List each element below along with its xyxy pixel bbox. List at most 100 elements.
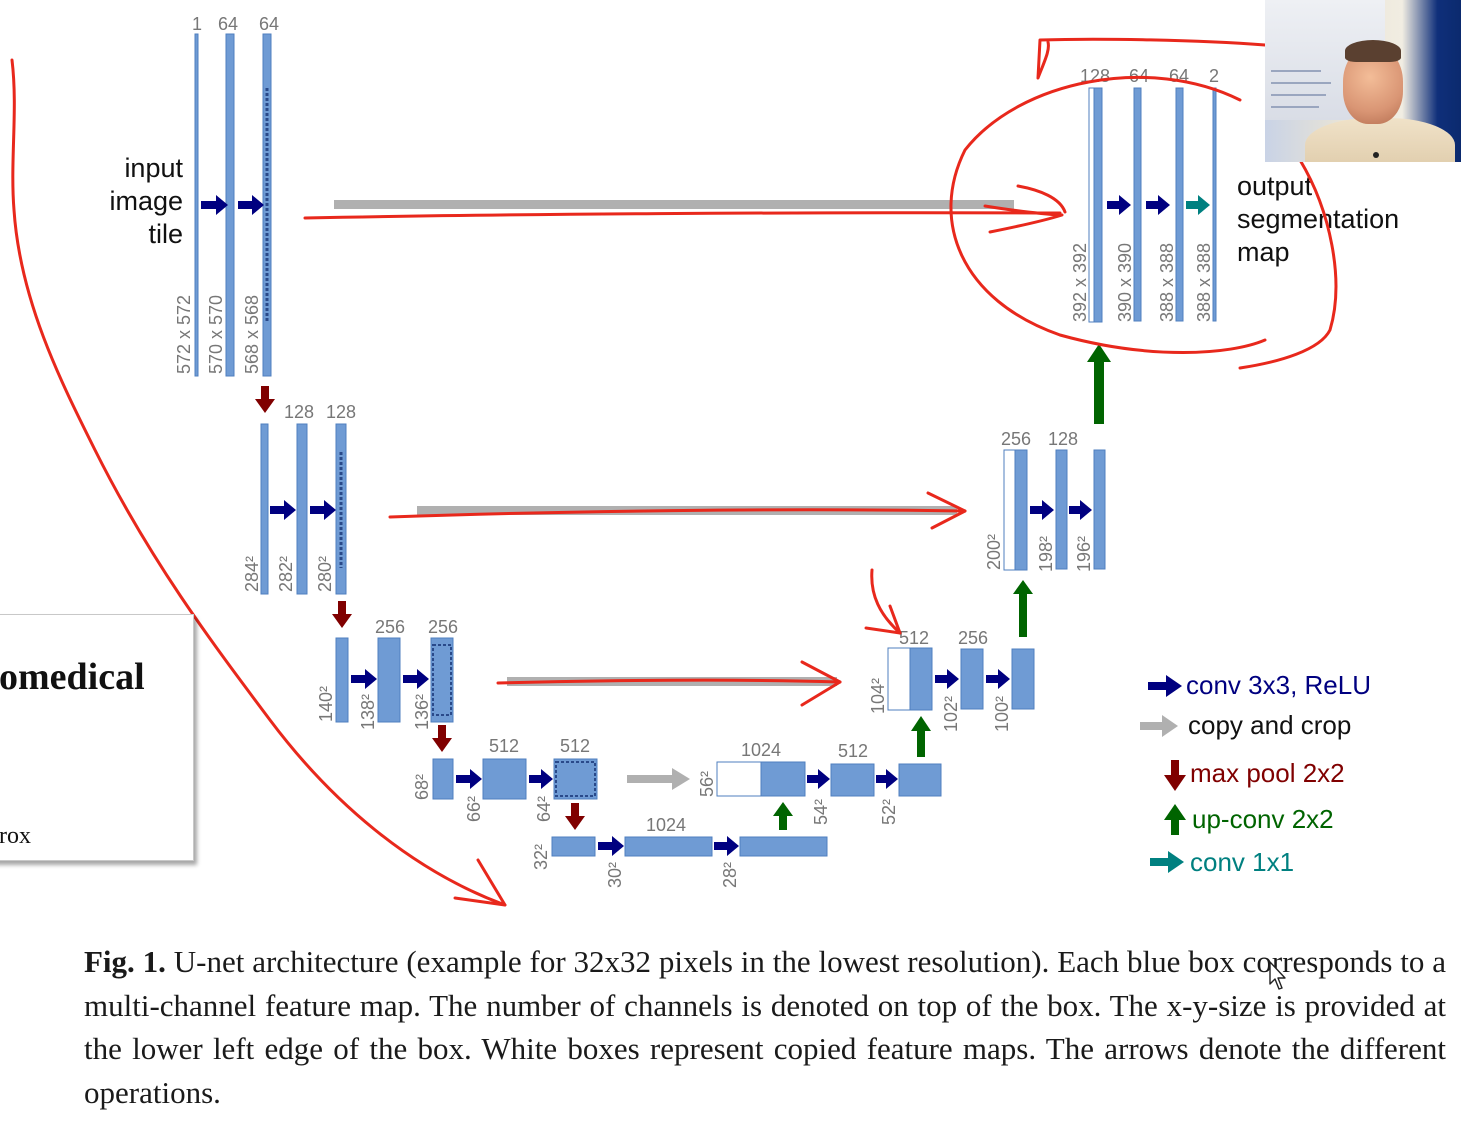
conv-arrow — [986, 669, 1010, 689]
annotations — [10, 37, 1338, 907]
output-label-line: segmentation — [1237, 204, 1399, 234]
feature-map — [1093, 87, 1103, 323]
upconv-arrow — [1087, 344, 1111, 424]
annotation-stroke — [1016, 184, 1067, 214]
annotation-stroke — [303, 211, 1062, 220]
conv-arrows — [201, 195, 1170, 856]
size-label: 140² — [316, 686, 336, 722]
size-label: 56² — [697, 771, 717, 797]
conv-arrow — [529, 769, 553, 789]
annotation-stroke — [1036, 37, 1267, 80]
copied-feature-map — [887, 647, 911, 711]
paper-text-fragment: rox — [0, 823, 31, 849]
size-label: 30² — [605, 862, 625, 888]
feature-map — [1093, 449, 1106, 570]
stage-input: 1 64 64 572 x 572 570 x 570 568 x 568 in… — [109, 14, 279, 377]
annotation-stroke — [496, 678, 842, 685]
annotation-stroke — [864, 604, 902, 635]
size-label: 572 x 572 — [174, 295, 194, 374]
webcam-presenter-shirt — [1305, 118, 1455, 162]
channel-label: 128 — [1048, 429, 1078, 449]
conv-arrow — [201, 195, 228, 215]
size-label: 66² — [464, 796, 484, 822]
annotation-stroke — [983, 204, 1064, 234]
presenter-webcam-icon — [1265, 0, 1461, 162]
legend-label: up-conv 2x2 — [1192, 804, 1334, 834]
legend-label: conv 3x3, ReLU — [1186, 670, 1371, 700]
upconv-arrow — [1013, 580, 1033, 637]
conv-arrow — [456, 769, 482, 789]
size-label: 104² — [868, 678, 888, 714]
feature-map — [335, 637, 349, 723]
copied-feature-map — [716, 761, 762, 797]
stage-enc2: 128 128 284² 282² 280² — [242, 402, 356, 595]
channel-label: 128 — [284, 402, 314, 422]
conv-arrow — [270, 500, 296, 520]
feature-map — [377, 637, 401, 723]
legend-label: copy and crop — [1188, 710, 1351, 740]
stage-output: 128 64 64 2 392 x 392 390 x 390 388 x 38… — [1070, 66, 1399, 323]
input-label-line: image — [109, 186, 183, 216]
size-label: 100² — [992, 696, 1012, 732]
legend-conv1x1-arrow-icon — [1150, 851, 1184, 873]
annotation-stroke — [1238, 158, 1338, 370]
conv-arrow — [1030, 500, 1054, 520]
feature-map — [1133, 87, 1142, 322]
output-label-line: map — [1237, 237, 1290, 267]
size-label: 388 x 388 — [1157, 243, 1177, 322]
input-label-line: input — [124, 153, 183, 183]
conv1x1-arrow — [1186, 195, 1210, 215]
stage-bottom: 1024 32² 30² 28² — [531, 815, 828, 888]
conv-arrow — [807, 769, 830, 789]
feature-map — [482, 758, 527, 800]
output-label-line: output — [1237, 171, 1313, 201]
annotation-stroke — [870, 568, 902, 635]
size-label: 28² — [720, 862, 740, 888]
legend-upconv-arrow-icon — [1164, 804, 1186, 835]
channel-label: 512 — [899, 628, 929, 648]
conv-arrow — [598, 836, 624, 856]
feature-map — [432, 758, 454, 800]
crop-outline — [432, 644, 452, 716]
conv-arrow — [1146, 195, 1170, 215]
conv-arrow — [351, 669, 377, 689]
size-label: 568 x 568 — [242, 295, 262, 374]
size-label: 102² — [941, 696, 961, 732]
copy-crop-arrow — [334, 200, 1014, 209]
feature-map — [739, 836, 828, 857]
conv-arrow — [714, 836, 739, 856]
upconv-arrow — [911, 716, 931, 757]
feature-map — [624, 836, 713, 857]
channel-label: 128 — [326, 402, 356, 422]
maxpool-arrows — [255, 386, 585, 830]
feature-map — [1011, 648, 1035, 710]
channel-label: 512 — [560, 736, 590, 756]
feature-map — [194, 33, 199, 377]
size-label: 570 x 570 — [206, 295, 226, 374]
stage-dec4: 1024 512 56² 54² 52² — [697, 740, 942, 825]
maxpool-arrow — [565, 803, 585, 830]
legend-conv-arrow-icon — [1148, 675, 1182, 697]
annotation-stroke — [453, 858, 507, 907]
maxpool-arrow — [255, 386, 275, 413]
size-label: 282² — [276, 556, 296, 592]
feature-map — [830, 763, 875, 797]
copied-feature-map — [1003, 449, 1016, 571]
channel-label: 1024 — [741, 740, 781, 760]
crop-outline — [555, 761, 596, 797]
maxpool-arrow — [432, 725, 452, 752]
feature-map — [760, 761, 806, 797]
microphone-icon — [1373, 152, 1379, 158]
conv-arrow — [876, 769, 898, 789]
upconv-arrows — [773, 344, 1111, 830]
copy-crop-arrow — [627, 768, 690, 790]
feature-map — [1175, 87, 1184, 322]
size-label: 390 x 390 — [1115, 243, 1135, 322]
feature-map-cropped — [553, 758, 598, 800]
feature-map-cropped — [430, 637, 454, 723]
channel-label: 1024 — [646, 815, 686, 835]
figure-caption-text: U-net architecture (example for 32x32 pi… — [84, 944, 1447, 1110]
channel-label: 256 — [958, 628, 988, 648]
channel-label: 512 — [489, 736, 519, 756]
legend-copy-arrow-icon — [1140, 715, 1178, 737]
